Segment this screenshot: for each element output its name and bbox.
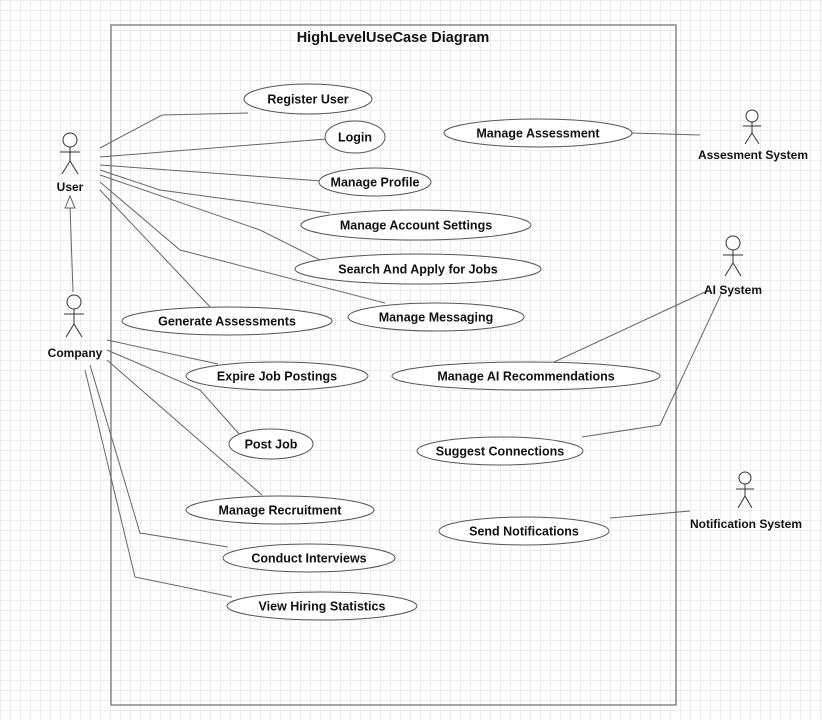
association-user-profile (99, 164, 323, 182)
association-assessment-manage (631, 132, 701, 136)
association-user-messaging (99, 181, 386, 304)
use-case-manage-messaging[interactable]: Manage Messaging (347, 302, 525, 332)
association-company-postjob (106, 349, 241, 436)
use-case-register-user[interactable]: Register User (243, 83, 373, 115)
generalization-company-user (64, 194, 76, 293)
association-user-account (99, 169, 331, 214)
stick-figure-icon (723, 235, 743, 277)
use-case-label: Post Job (245, 438, 298, 452)
stick-figure-icon (736, 471, 754, 509)
actor-user[interactable]: User (57, 132, 84, 194)
use-case-label: Search And Apply for Jobs (338, 263, 498, 277)
actor-label: Assesment System (698, 148, 808, 162)
use-case-manage-recruitment[interactable]: Manage Recruitment (185, 495, 375, 525)
use-case-suggest-connections[interactable]: Suggest Connections (416, 436, 584, 466)
use-case-label: Manage Messaging (379, 311, 494, 325)
actor-label: User (57, 180, 84, 194)
use-case-manage-profile[interactable]: Manage Profile (318, 167, 432, 197)
use-case-label: Manage Account Settings (340, 219, 492, 233)
use-case-label: Manage Recruitment (219, 504, 343, 518)
use-case-search-apply-jobs[interactable]: Search And Apply for Jobs (294, 253, 542, 285)
use-case-generate-assessments[interactable]: Generate Assessments (121, 306, 333, 336)
actor-ai-system[interactable]: AI System (704, 235, 762, 297)
stick-figure-icon (60, 132, 80, 175)
association-company-expire (106, 339, 219, 365)
use-case-manage-ai-recommendations[interactable]: Manage AI Recommendations (391, 361, 661, 391)
stick-figure-icon (64, 294, 84, 338)
use-case-conduct-interviews[interactable]: Conduct Interviews (222, 543, 396, 573)
associations (84, 112, 723, 598)
actor-label: Notification System (690, 517, 802, 531)
use-case-label: Suggest Connections (436, 445, 565, 459)
actor-notification-system[interactable]: Notification System (690, 471, 802, 531)
association-ai-recommendations (551, 291, 706, 364)
use-case-label: Manage AI Recommendations (437, 370, 614, 384)
use-case-manage-assessment[interactable]: Manage Assessment (443, 118, 633, 148)
use-case-view-hiring-statistics[interactable]: View Hiring Statistics (226, 591, 418, 621)
association-company-interview (89, 364, 229, 548)
use-case-manage-account-settings[interactable]: Manage Account Settings (300, 209, 532, 241)
use-case-label: Conduct Interviews (251, 552, 366, 566)
use-case-label: Generate Assessments (158, 315, 296, 329)
use-case-label: Send Notifications (469, 525, 579, 539)
use-case-label: Expire Job Postings (217, 370, 337, 384)
stick-figure-icon (743, 109, 761, 145)
diagram-title: HighLevelUseCase Diagram (297, 30, 490, 46)
use-case-label: Manage Profile (331, 176, 420, 190)
association-company-stats (84, 369, 233, 598)
system-boundary (110, 24, 677, 706)
use-case-label: Login (338, 131, 372, 145)
use-case-label: View Hiring Statistics (259, 600, 386, 614)
use-case-post-job[interactable]: Post Job (228, 428, 314, 460)
actor-label: AI System (704, 283, 762, 297)
use-case-label: Register User (267, 93, 348, 107)
use-case-login[interactable]: Login (324, 120, 386, 154)
use-case-label: Manage Assessment (476, 127, 600, 141)
association-user-genassess (99, 189, 214, 311)
association-company-recruit (106, 359, 263, 496)
actor-company[interactable]: Company (48, 294, 103, 360)
association-notification-send (609, 510, 691, 519)
association-user-register (99, 112, 249, 149)
actor-assessment-system[interactable]: Assesment System (698, 109, 808, 162)
association-user-login (99, 138, 327, 158)
use-case-expire-job-postings[interactable]: Expire Job Postings (185, 361, 369, 391)
association-ai-suggest (581, 291, 723, 438)
association-user-jobs (99, 174, 321, 261)
use-case-send-notifications[interactable]: Send Notifications (438, 516, 610, 546)
actor-label: Company (48, 346, 103, 360)
